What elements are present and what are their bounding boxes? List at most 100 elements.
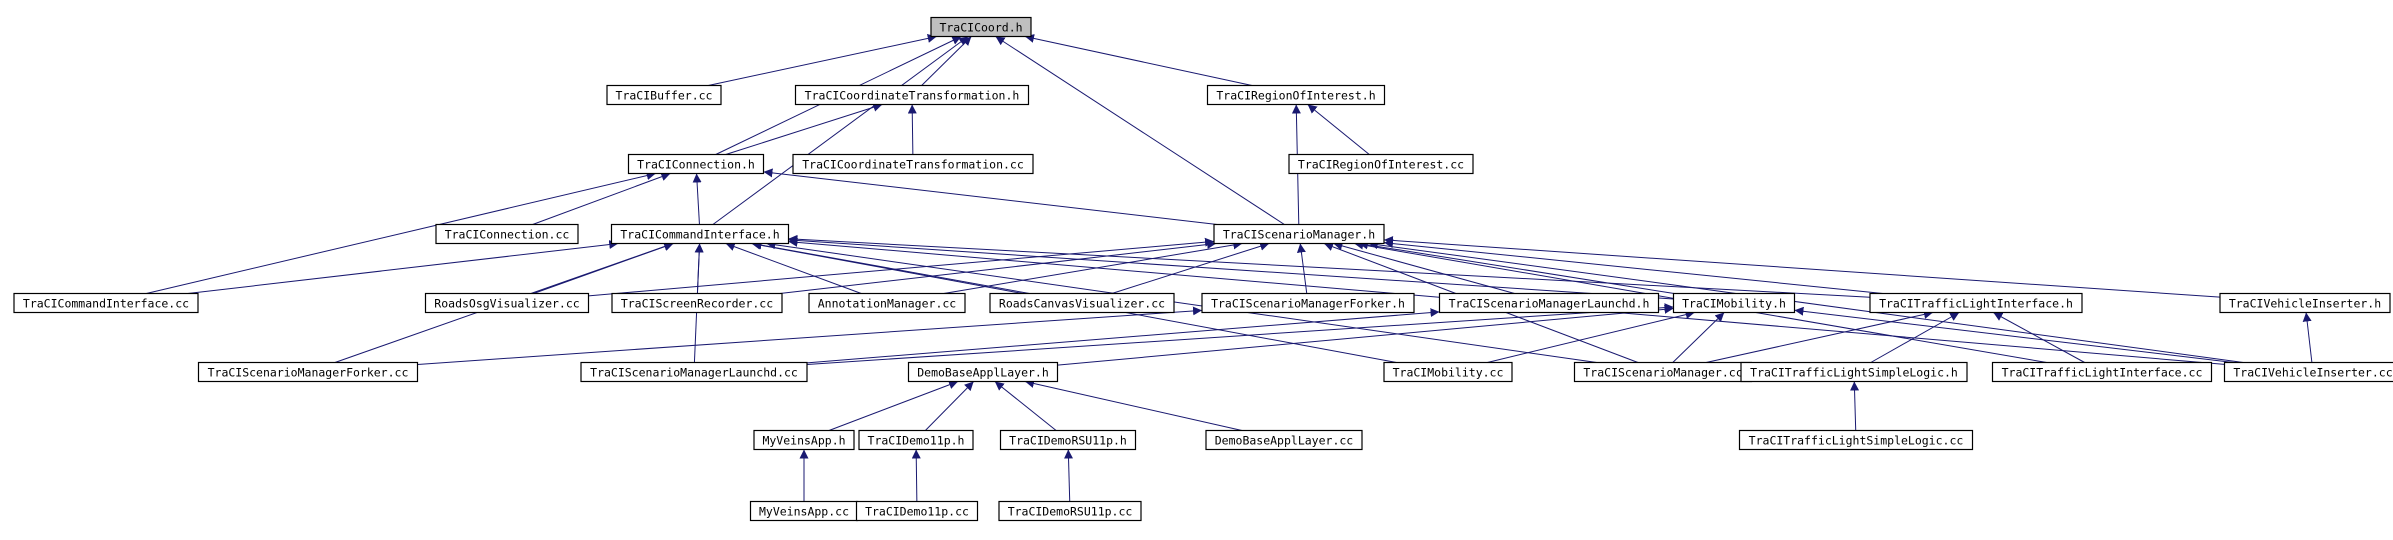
node-label: TraCIScenarioManager.cc [1583, 366, 1742, 380]
node-box [1991, 361, 2213, 383]
node-sml-h[interactable]: TraCIScenarioManagerLaunchd.h [1438, 292, 1660, 314]
edge-smf-cc-to-smf-h [417, 306, 1203, 365]
node-scr[interactable]: TraCIScreenRecorder.cc [611, 292, 783, 314]
node-label: TraCIDemoRSU11p.h [1009, 434, 1127, 448]
node-tlsl-cc[interactable]: TraCITrafficLightSimpleLogic.cc [1738, 429, 1974, 451]
node-label: TraCIMobility.cc [1393, 366, 1504, 380]
edge-d11-h-to-dbal-h [925, 381, 974, 431]
edge-sm-cc-to-tli-h [1705, 310, 1934, 363]
node-box [930, 16, 1032, 38]
node-vi-h[interactable]: TraCIVehicleInserter.h [2219, 292, 2391, 314]
node-mva-cc[interactable]: MyVeinsApp.cc [749, 500, 859, 522]
node-box [858, 429, 974, 451]
edge-ci-h-to-conn-h [692, 173, 702, 225]
node-rsu-cc[interactable]: TraCIDemoRSU11p.cc [998, 500, 1142, 522]
node-tli-cc[interactable]: TraCITrafficLightInterface.cc [1991, 361, 2213, 383]
node-label: TraCITrafficLightSimpleLogic.h [1750, 366, 1958, 380]
node-box [907, 361, 1059, 383]
edge-buffer-cc-to-coord-h [708, 33, 937, 86]
node-roi-cc[interactable]: TraCIRegionOfInterest.cc [1288, 153, 1474, 175]
edge-sml-cc-to-mob-h [806, 303, 1674, 366]
node-box [1738, 429, 1974, 451]
edge-tli-cc-to-tli-h [1993, 312, 2085, 363]
node-box [1383, 361, 1513, 383]
node-ct-h[interactable]: TraCICoordinateTransformation.h [794, 84, 1030, 106]
node-box [424, 292, 590, 314]
edge-rosg-to-sm-h [588, 237, 1215, 297]
node-label: TraCICoordinateTransformation.cc [802, 158, 1024, 172]
edge-roi-h-to-coord-h [1024, 34, 1253, 86]
node-conn-cc[interactable]: TraCIConnection.cc [435, 223, 579, 245]
edge-ci-h-to-coord-h [712, 36, 969, 225]
edge-mob-cc-to-mob-h [1487, 310, 1695, 363]
node-dbal-h[interactable]: DemoBaseApplLayer.h [907, 361, 1059, 383]
node-buffer-cc[interactable]: TraCIBuffer.cc [606, 84, 722, 106]
node-ci-h[interactable]: TraCICommandInterface.h [610, 223, 790, 245]
node-box [611, 292, 783, 314]
node-box [1201, 292, 1415, 314]
node-roi-h[interactable]: TraCIRegionOfInterest.h [1206, 84, 1386, 106]
node-tlsl-h[interactable]: TraCITrafficLightSimpleLogic.h [1740, 361, 1968, 383]
node-label: TraCIScenarioManagerForker.h [1211, 297, 1405, 311]
node-label: TraCITrafficLightInterface.h [1879, 297, 2073, 311]
node-sm-h[interactable]: TraCIScenarioManager.h [1213, 223, 1385, 245]
node-label: TraCIScenarioManagerForker.cc [208, 366, 409, 380]
node-rcv[interactable]: RoadsCanvasVisualizer.cc [989, 292, 1175, 314]
edge-dbal-cc-to-dbal-h [1024, 379, 1243, 431]
node-box [753, 429, 855, 451]
node-box [627, 153, 765, 175]
node-label: RoadsOsgVisualizer.cc [434, 297, 579, 311]
edge-vi-h-to-sm-h [1383, 235, 2221, 298]
node-label: TraCICoordinateTransformation.h [805, 89, 1020, 103]
node-ann[interactable]: AnnotationManager.cc [808, 292, 966, 314]
edge-sm-h-to-coord-h [995, 36, 1285, 225]
node-label: TraCIScenarioManagerLaunchd.cc [590, 366, 798, 380]
node-label: TraCIMobility.h [1682, 297, 1786, 311]
node-smf-cc[interactable]: TraCIScenarioManagerForker.cc [197, 361, 419, 383]
edge-rsu-cc-to-rsu-h [1064, 449, 1074, 502]
node-tli-h[interactable]: TraCITrafficLightInterface.h [1869, 292, 2083, 314]
node-d11-h[interactable]: TraCIDemo11p.h [858, 429, 974, 451]
edge-tlsl-cc-to-tlsl-h [1850, 381, 1860, 431]
node-sm-cc[interactable]: TraCIScenarioManager.cc [1573, 361, 1753, 383]
node-label: MyVeinsApp.h [762, 434, 845, 448]
node-label: TraCIDemoRSU11p.cc [1008, 505, 1133, 519]
node-coord-h[interactable]: TraCICoord.h [930, 16, 1032, 38]
edge-d11-cc-to-d11-h [911, 449, 921, 502]
node-mva-h[interactable]: MyVeinsApp.h [753, 429, 855, 451]
edge-dbal-h-to-mob-h [1057, 304, 1674, 366]
node-mob-h[interactable]: TraCIMobility.h [1672, 292, 1796, 314]
node-box [1206, 84, 1386, 106]
node-rsu-h[interactable]: TraCIDemoRSU11p.h [999, 429, 1137, 451]
node-label: TraCITrafficLightSimpleLogic.cc [1749, 434, 1964, 448]
edge-roi-cc-to-roi-h [1307, 104, 1370, 155]
node-label: RoadsCanvasVisualizer.cc [999, 297, 1165, 311]
node-d11-cc[interactable]: TraCIDemo11p.cc [855, 500, 979, 522]
edge-mva-h-to-dbal-h [828, 380, 959, 431]
node-box [792, 153, 1034, 175]
node-dbal-cc[interactable]: DemoBaseApplLayer.cc [1205, 429, 1363, 451]
node-label: TraCIVehicleInserter.cc [2233, 366, 2392, 380]
node-smf-h[interactable]: TraCIScenarioManagerForker.h [1201, 292, 1415, 314]
node-conn-h[interactable]: TraCIConnection.h [627, 153, 765, 175]
node-vi-cc[interactable]: TraCIVehicleInserter.cc [2223, 361, 2393, 383]
node-rosg[interactable]: RoadsOsgVisualizer.cc [424, 292, 590, 314]
edge-conn-h-to-ct-h [725, 102, 883, 155]
edge-ann-to-ci-h [725, 242, 862, 294]
edge-ct-cc-to-ct-h [907, 104, 917, 155]
node-box [435, 223, 579, 245]
graph-edges [146, 33, 2313, 502]
node-ci-cc[interactable]: TraCICommandInterface.cc [13, 292, 199, 314]
node-box [1205, 429, 1363, 451]
node-label: AnnotationManager.cc [818, 297, 956, 311]
node-mob-cc[interactable]: TraCIMobility.cc [1383, 361, 1513, 383]
node-box [197, 361, 419, 383]
edge-mob-h-to-sm-h [1358, 240, 1675, 294]
node-sml-cc[interactable]: TraCIScenarioManagerLaunchd.cc [580, 361, 808, 383]
edge-sml-h-to-sm-h [1333, 241, 1515, 294]
node-label: TraCIScenarioManager.h [1223, 228, 1375, 242]
node-ct-cc[interactable]: TraCICoordinateTransformation.cc [792, 153, 1034, 175]
node-label: TraCIBuffer.cc [616, 89, 713, 103]
